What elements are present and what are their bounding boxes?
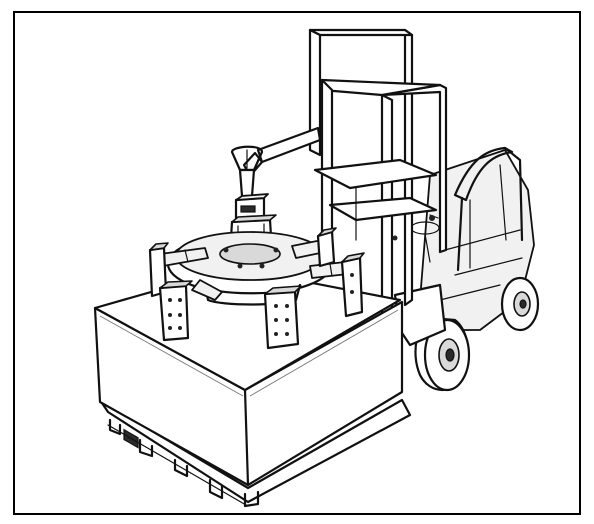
overhead-guard — [453, 146, 524, 272]
gripper-pad-right — [340, 252, 365, 318]
rear-wheel — [500, 276, 540, 332]
forklift — [242, 28, 540, 392]
radial-gripper — [148, 145, 365, 350]
gripper-pad-center-front — [263, 285, 302, 350]
mast — [308, 28, 448, 332]
gripper-pad-left-front — [158, 280, 193, 342]
gripper-pad-right-rear — [316, 227, 337, 268]
